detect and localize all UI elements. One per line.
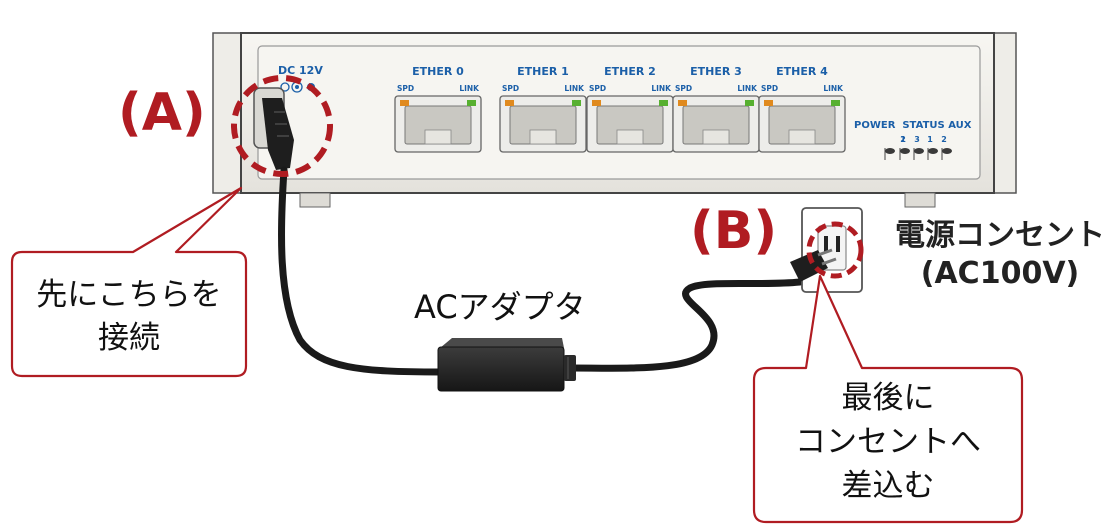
- callout-connect-first: 先にこちらを 接続: [10, 186, 248, 378]
- port-title: ETHER 0: [412, 65, 464, 78]
- indicator-led: [928, 148, 938, 154]
- port-link-label: LINK: [459, 84, 480, 93]
- dc-input-label: DC 12V: [278, 64, 323, 77]
- rj45-latch: [788, 129, 816, 145]
- outlet-label-line2: (AC100V): [921, 256, 1080, 291]
- led-number: 1: [900, 135, 906, 144]
- port-title: ETHER 3: [690, 65, 742, 78]
- port-title: ETHER 2: [604, 65, 656, 78]
- callout-last-line3: 差込む: [842, 468, 935, 504]
- ethernet-port: ETHER 1 SPD LINK: [499, 65, 587, 153]
- port-link-label: LINK: [651, 84, 672, 93]
- port-title: ETHER 4: [776, 65, 828, 78]
- ac-adapter: [437, 338, 576, 392]
- label-a: (A): [118, 83, 206, 143]
- ethernet-port: ETHER 4 SPD LINK: [758, 65, 846, 153]
- port-link-label: LINK: [564, 84, 585, 93]
- spd-led: [764, 100, 773, 106]
- ethernet-port: ETHER 2 SPD LINK: [586, 65, 674, 153]
- led-number: 1: [927, 135, 933, 144]
- port-link-label: LINK: [737, 84, 758, 93]
- spd-led: [400, 100, 409, 106]
- led-number: 2: [941, 135, 947, 144]
- ethernet-port: ETHER 0 SPD LINK: [394, 65, 482, 153]
- callout-plug-last: 最後に コンセントへ 差込む: [752, 274, 1024, 524]
- dc-plug: [253, 87, 294, 170]
- indicator-led: [942, 148, 952, 154]
- port-spd-label: SPD: [589, 84, 606, 93]
- rj45-latch: [529, 129, 557, 145]
- dc-cable: [277, 166, 444, 376]
- callout-first-line1: 先にこちらを: [36, 277, 221, 313]
- indicator-led: [914, 148, 924, 154]
- label-b: (B): [690, 201, 777, 261]
- link-led: [745, 100, 754, 106]
- link-led: [831, 100, 840, 106]
- port-spd-label: SPD: [675, 84, 692, 93]
- spd-led: [678, 100, 687, 106]
- indicator-led: [885, 148, 895, 154]
- spd-led: [592, 100, 601, 106]
- indicator-label: POWER STATUS AUX: [854, 120, 972, 131]
- port-spd-label: SPD: [502, 84, 519, 93]
- rj45-latch: [702, 129, 730, 145]
- highlight-dc-jack: [231, 75, 333, 177]
- port-title: ETHER 1: [517, 65, 569, 78]
- ac-adapter-label: ACアダプタ: [414, 288, 586, 326]
- link-led: [659, 100, 668, 106]
- led-number: 3: [914, 135, 920, 144]
- ac-cable: [566, 278, 804, 372]
- port-spd-label: SPD: [397, 84, 414, 93]
- ac-plug: [790, 248, 837, 282]
- callout-last-line1: 最後に: [842, 380, 935, 416]
- highlight-outlet: [806, 221, 864, 279]
- outlet-label-line1: 電源コンセント: [895, 218, 1105, 253]
- port-link-label: LINK: [823, 84, 844, 93]
- rj45-latch: [616, 129, 644, 145]
- port-spd-label: SPD: [761, 84, 778, 93]
- link-led: [572, 100, 581, 106]
- rj45-latch: [424, 129, 452, 145]
- callout-first-line2: 接続: [98, 320, 160, 356]
- spd-led: [505, 100, 514, 106]
- led-number: 2: [900, 135, 906, 144]
- callout-last-line2: コンセントへ: [795, 424, 981, 460]
- link-led: [467, 100, 476, 106]
- indicator-led: [900, 148, 910, 154]
